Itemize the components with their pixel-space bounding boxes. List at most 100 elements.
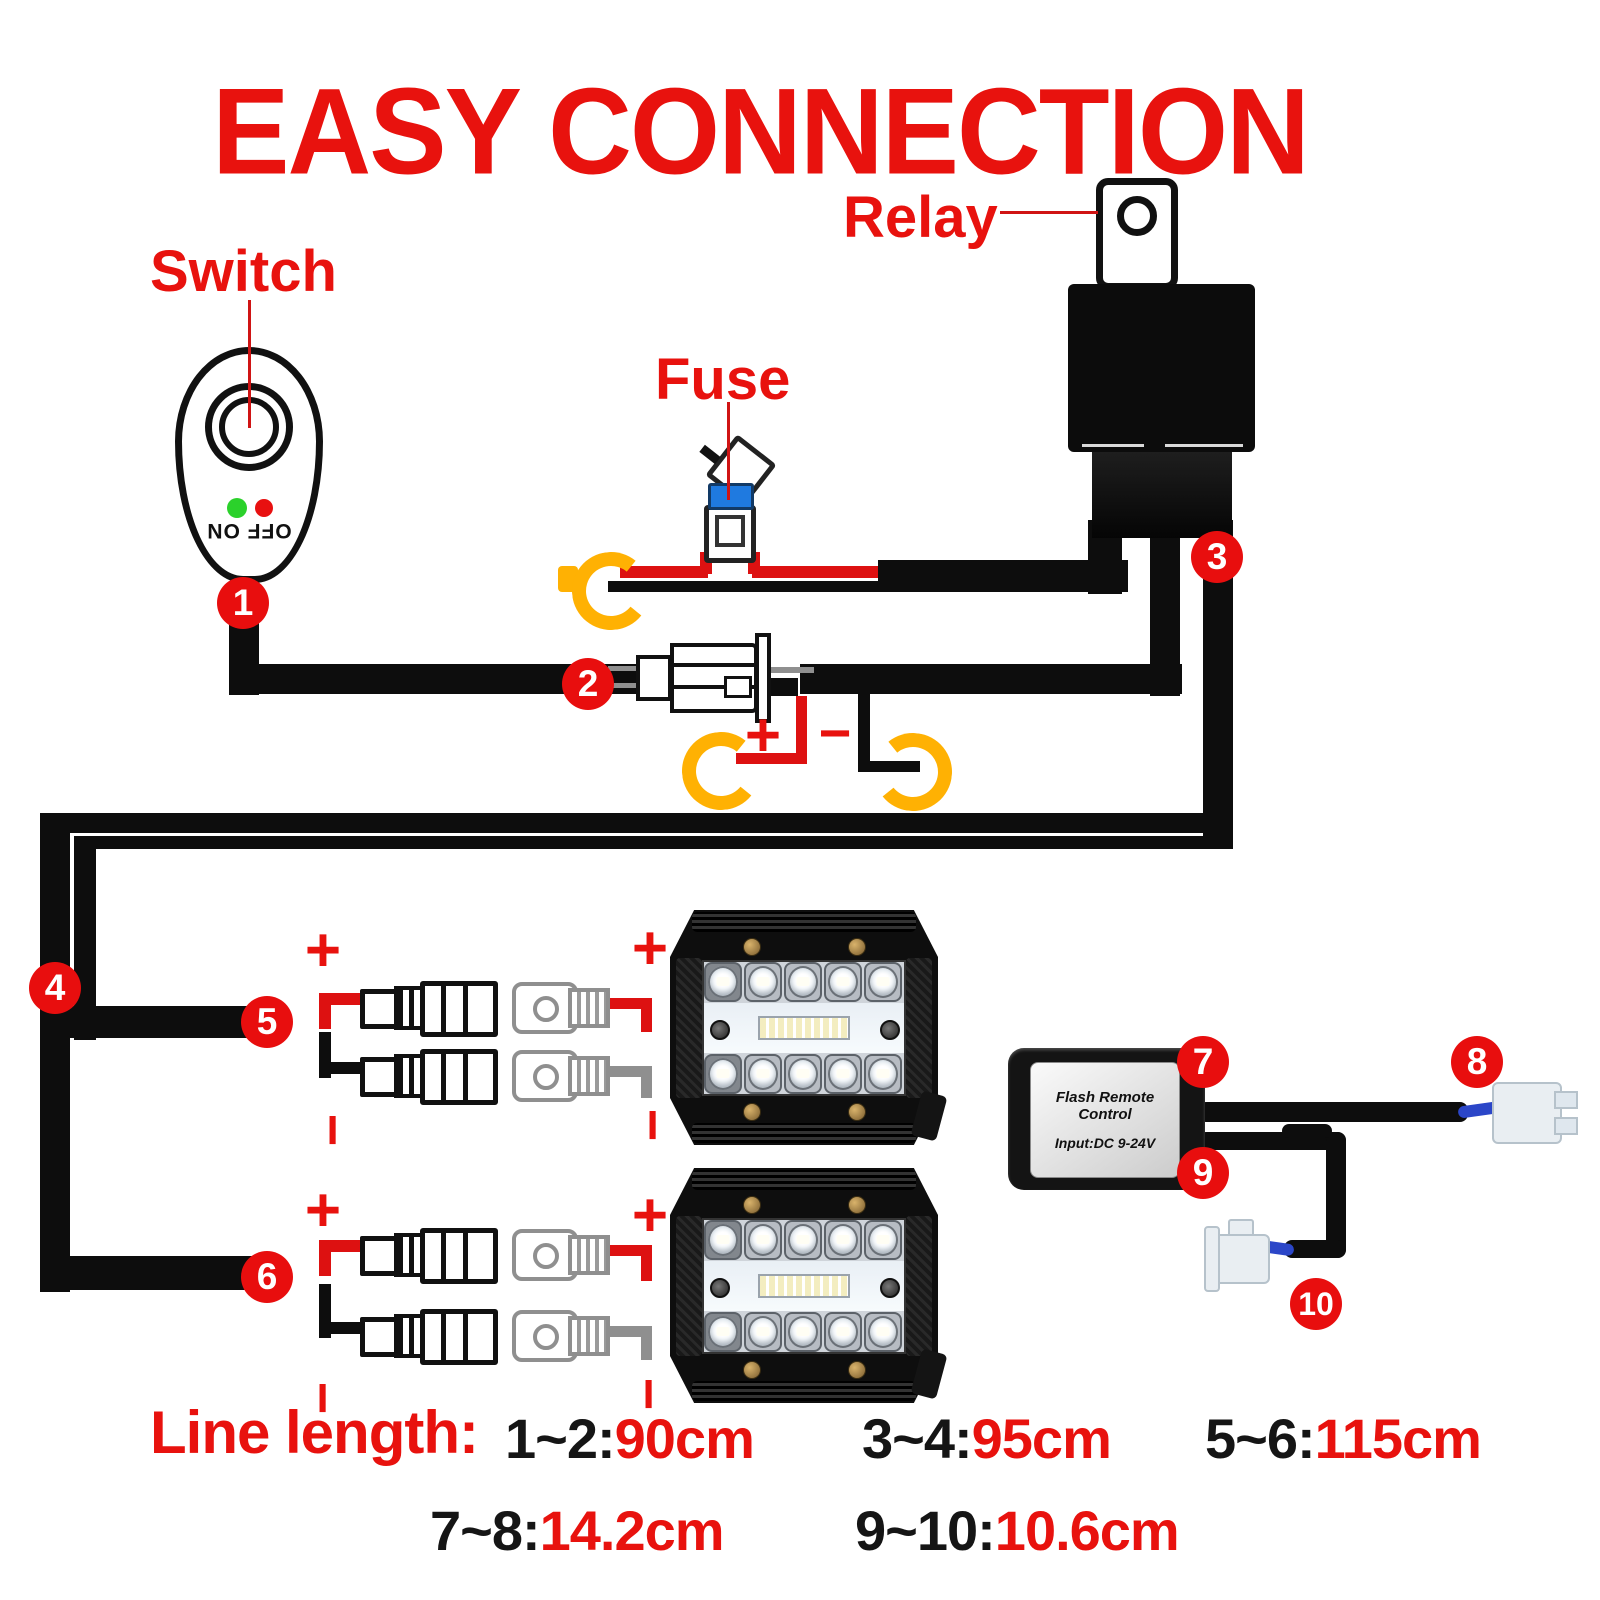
branch-wire-light1 [70, 1006, 266, 1038]
relay-body [1068, 284, 1255, 452]
value-3-4: 95cm [971, 1407, 1112, 1470]
positive-sign-power: + [744, 700, 782, 770]
light-side-panel-right [906, 958, 932, 1098]
light2-pos-lead-drop [641, 1245, 652, 1281]
marker-5: 5 [241, 996, 293, 1048]
led-lens [748, 1316, 778, 1348]
light-screw [743, 938, 761, 956]
led-light-pod-2 [670, 1168, 948, 1403]
light-bottom-fins [692, 1123, 916, 1143]
led-lens [748, 966, 778, 998]
marker-2: 2 [562, 658, 614, 710]
pair-7-8: 7~8: [430, 1499, 541, 1562]
led-lens [828, 1224, 858, 1256]
battery-ring-terminal [568, 548, 654, 634]
light-mid-screw-right [880, 1278, 900, 1298]
led-lens [868, 966, 898, 998]
relay-mount-hole [1117, 196, 1157, 236]
led-lens [708, 1224, 738, 1256]
negative-sign-power: − [818, 700, 852, 764]
light2-neg-wire [319, 1322, 365, 1334]
light2-pos-wire [319, 1240, 365, 1252]
bullet-lead-top [608, 666, 640, 671]
output-bus-outer [40, 813, 1233, 833]
light-side-panel-left [676, 1216, 702, 1356]
relay-socket [1092, 452, 1232, 538]
light-led-strip [758, 1016, 850, 1040]
minus-sign-light1-left: − [302, 1113, 366, 1147]
marker-4: 4 [29, 962, 81, 1014]
minus-sign-light1-right: − [622, 1108, 686, 1142]
harness-wire-fuse-to-relay [878, 560, 1128, 592]
negative-pigtail-vertical [858, 694, 870, 772]
fuse-wire-black [608, 581, 882, 592]
fuse-wire-red-right [752, 566, 882, 578]
light-mid-screw-right [880, 1020, 900, 1040]
negative-fork-terminal [870, 729, 956, 815]
light-screw [743, 1196, 761, 1214]
light-side-panel-left [676, 958, 702, 1098]
battery-ring-terminal-tail [558, 566, 578, 592]
value-5-6: 115cm [1314, 1407, 1482, 1470]
minus-sign-light2-right: − [618, 1377, 682, 1411]
pair-9-10: 9~10: [855, 1499, 996, 1562]
remote-module-input-spec: Input:DC 9-24V [1054, 1135, 1156, 1151]
light-top-fins [692, 1170, 916, 1190]
light1-pos-male-hole [533, 996, 559, 1022]
branch-wire-light2 [40, 1256, 266, 1290]
bullet-connector-rear [636, 655, 672, 701]
light-led-strip [758, 1274, 850, 1298]
bullet-pin-wire [770, 667, 814, 673]
remote-wire-sleeve [1282, 1124, 1332, 1138]
light-screw [848, 938, 866, 956]
switch-pointer-line [248, 300, 251, 428]
light2-pos-male-hole [533, 1243, 559, 1269]
marker-10: 10 [1290, 1278, 1342, 1330]
pair-1-2: 1~2: [505, 1407, 616, 1470]
switch-onoff-label: OFF ON [206, 519, 292, 542]
value-9-10: 10.6cm [994, 1499, 1180, 1562]
line-length-9-10: 9~10:10.6cm [855, 1498, 1180, 1563]
main-wire-right [800, 664, 1182, 694]
led-lens [748, 1224, 778, 1256]
remote-connector-a-pin-bottom [1554, 1117, 1578, 1135]
light1-neg-wire [319, 1062, 365, 1074]
fuse-pointer-line [727, 402, 730, 500]
light1-pos-wire [319, 993, 365, 1005]
fuse-blade [708, 483, 754, 510]
remote-wire-a [1198, 1102, 1468, 1122]
light-top-fins [692, 912, 916, 932]
marker-1: 1 [217, 577, 269, 629]
relay-body-seam-right [1165, 444, 1243, 447]
left-riser-outer [40, 813, 70, 1292]
remote-connector-a [1492, 1082, 1562, 1144]
light-mid-screw-left [710, 1278, 730, 1298]
led-lens [748, 1058, 778, 1090]
pair-3-4: 3~4: [862, 1407, 973, 1470]
switch-indicator-green [227, 498, 247, 518]
plus-sign-light1-right: + [631, 913, 669, 983]
light2-pos-female-body [420, 1228, 498, 1284]
light1-neg-lead-drop [641, 1066, 652, 1098]
value-7-8: 14.2cm [539, 1499, 725, 1562]
led-lens [868, 1058, 898, 1090]
light1-pos-lead [600, 998, 652, 1009]
light1-pos-female-body [420, 981, 498, 1037]
remote-connector-b [1212, 1234, 1270, 1284]
marker-9: 9 [1177, 1147, 1229, 1199]
led-lens [788, 966, 818, 998]
remote-connector-b-flange [1204, 1226, 1220, 1292]
light1-pos-lead-drop [641, 998, 652, 1032]
line-length-7-8: 7~8:14.2cm [430, 1498, 725, 1563]
led-lens [868, 1316, 898, 1348]
light-side-panel-right [906, 1216, 932, 1356]
remote-module-title: Flash Remote Control [1055, 1089, 1155, 1123]
marker-6: 6 [241, 1251, 293, 1303]
light1-neg-female-body [420, 1049, 498, 1105]
light-mid-screw-left [710, 1020, 730, 1040]
marker-7: 7 [1177, 1036, 1229, 1088]
output-bus-inner [74, 836, 1233, 849]
line-length-3-4: 3~4:95cm [862, 1406, 1112, 1471]
light-screw [743, 1103, 761, 1121]
